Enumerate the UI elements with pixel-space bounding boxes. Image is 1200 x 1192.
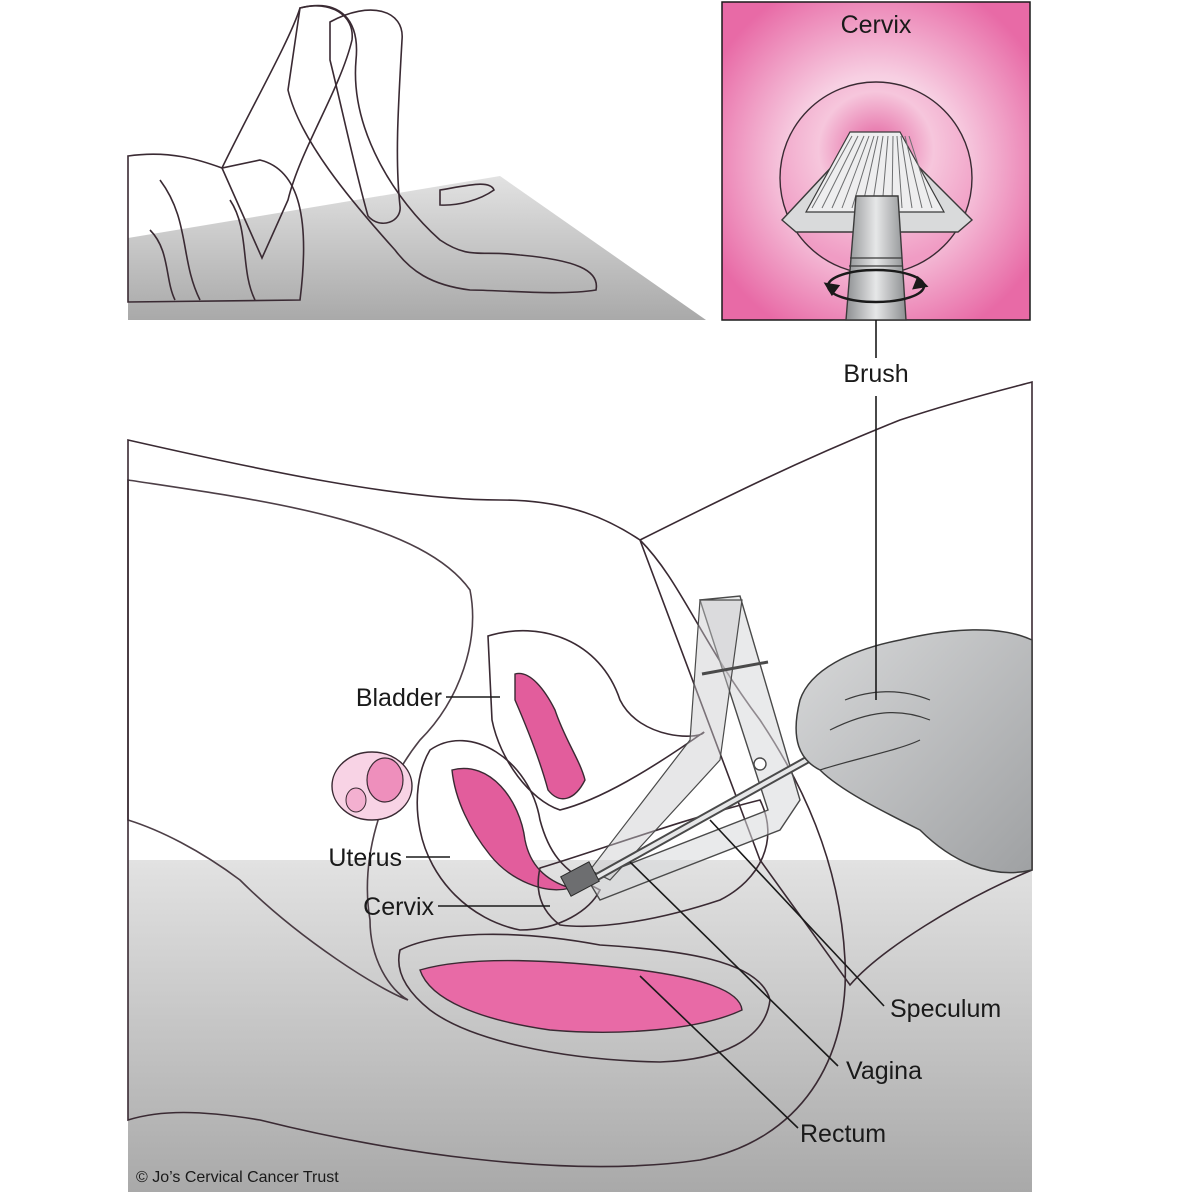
rectum-lumen [419,959,743,1033]
label-rectum: Rectum [800,1120,886,1148]
uterus-organ [416,739,602,931]
rectum-organ [398,933,771,1063]
sheet-folds [149,179,256,301]
label-brush: Brush [843,360,908,388]
speculum-instrument [586,595,801,901]
cervix-inset: Cervix [721,1,1031,321]
label-bladder: Bladder [356,684,442,712]
label-vagina: Vagina [846,1057,922,1085]
label-cervix: Cervix [363,893,434,921]
shin-front [287,4,598,294]
gloved-hand [795,629,1033,874]
label-speculum: Speculum [890,995,1001,1023]
inset-title: Cervix [841,11,912,39]
patient-position-illustration [127,4,706,320]
label-uterus: Uterus [328,844,402,872]
leg [638,380,1033,987]
ovary [331,751,413,821]
abdominal-cavity [127,479,474,1001]
foot-back [439,183,495,206]
cross-section-illustration [127,380,1033,1192]
vagina-organ [537,799,769,928]
shin-back [329,9,403,225]
leader-lines [406,320,885,1129]
rotation-arrow-icon [823,268,929,304]
body-sheet [127,153,305,303]
copyright: © Jo’s Cervical Cancer Trust [136,1169,339,1186]
exam-table [128,176,706,320]
bladder-lining [514,672,586,800]
torso [127,438,847,1168]
